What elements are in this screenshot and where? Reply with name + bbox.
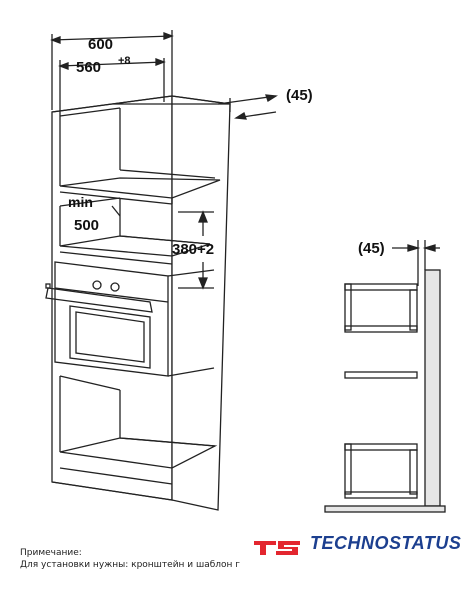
brand-name: TECHNOSTATUS (310, 533, 462, 553)
side-view (324, 240, 446, 513)
niche-depth-min: min (68, 194, 93, 210)
ts-logo-icon (254, 541, 300, 555)
width-total-label: 600 (88, 36, 113, 53)
brand-logo: TECHNOSTATUS (250, 531, 462, 561)
lower-cavity (51, 375, 218, 501)
niche-depth-value: 500 (74, 217, 99, 234)
niche-height-label: 380+2 (172, 241, 214, 258)
dim-niche-height (178, 210, 214, 290)
microwave-niche (59, 197, 211, 265)
upper-shelf (59, 177, 221, 199)
gap-top-label: (45) (286, 87, 313, 104)
oven (45, 261, 215, 377)
dim-gap-top (217, 94, 278, 120)
cabinet-side (171, 95, 231, 511)
dim-width (50, 30, 174, 116)
note-text: Для установки нужны: кронштейн и шаблон … (20, 560, 241, 570)
width-niche-tol: +8 (118, 55, 131, 67)
width-niche-label: 560 (76, 59, 101, 76)
note-title: Примечание: (20, 548, 82, 558)
gap-side-label: (45) (358, 240, 385, 257)
